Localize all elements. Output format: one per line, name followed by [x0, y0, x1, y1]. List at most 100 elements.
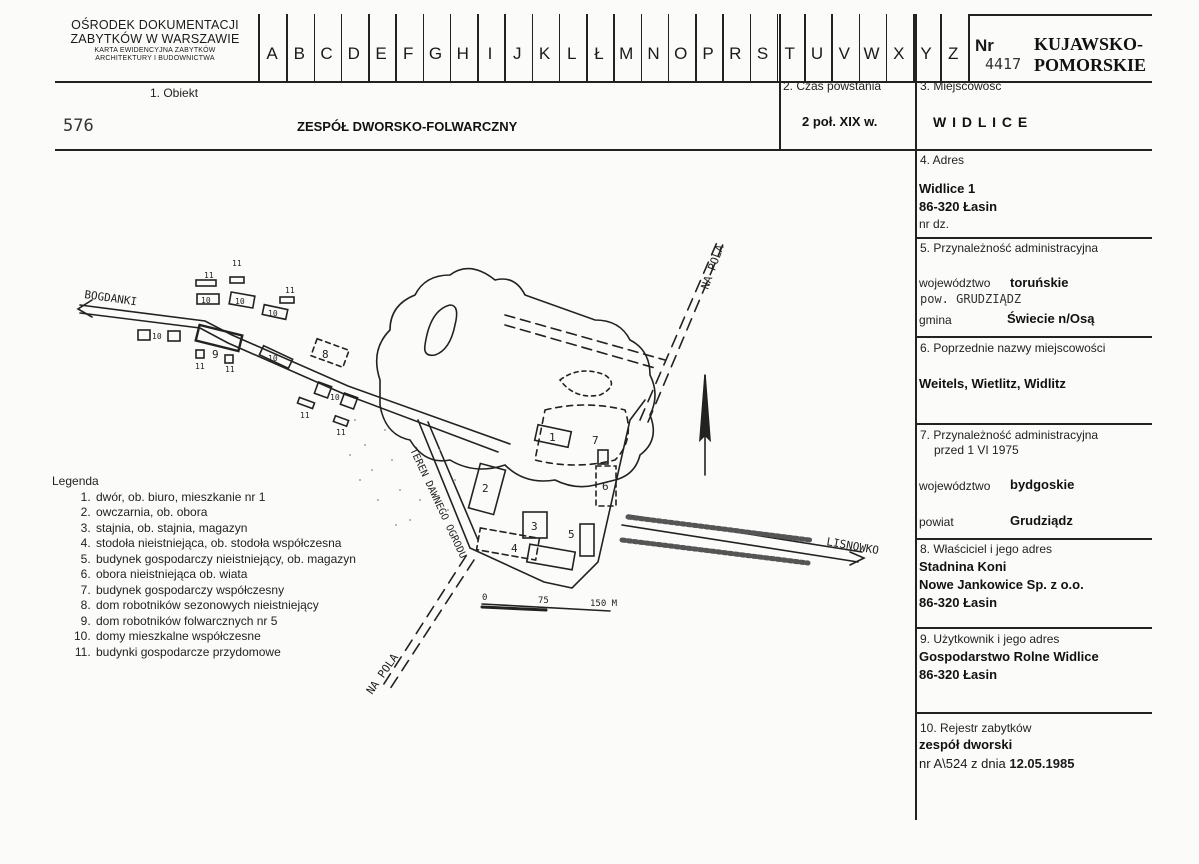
num-8: 8 — [322, 348, 329, 361]
letter-divider — [422, 14, 424, 82]
house-10e — [261, 303, 289, 321]
right-column-divider — [915, 14, 917, 820]
obiekt-label: 1. Obiekt — [150, 86, 199, 100]
letter-divider — [885, 14, 888, 82]
poprzednie-label: 6. Poprzednie nazwy miejscowości — [920, 341, 1106, 355]
row-5-divider — [915, 336, 1152, 338]
building-2 — [467, 462, 507, 516]
letter-9: J — [513, 44, 522, 63]
shed-11c — [279, 296, 295, 304]
obiekt-note-handwritten: 576 — [63, 116, 94, 136]
institution-line2: ZABYTKÓW W WARSZAWIE — [70, 32, 240, 47]
road-arrow-bogdanki — [76, 299, 93, 318]
miejscowosc-label: 3. Miejscowość — [920, 79, 1002, 93]
letter-13: M — [619, 44, 634, 63]
legend-item: dom robotników sezonowych nieistniejący — [94, 598, 356, 614]
letter-1: B — [293, 44, 305, 63]
row-9-divider — [915, 712, 1152, 714]
building-4b — [525, 543, 577, 571]
letter-divider — [804, 14, 806, 82]
num-10a: 10 — [152, 332, 162, 341]
letter-7: H — [456, 44, 469, 63]
nr-box-left — [968, 14, 970, 82]
letter-12: Ł — [594, 44, 604, 63]
institution-block: OŚRODEK DOKUMENTACJI ZABYTKÓW W WARSZAWI… — [55, 18, 255, 63]
przyn2-pow-label: powiat — [919, 515, 954, 529]
wlasciciel-line1: Stadnina Koni — [919, 559, 1007, 574]
nr-box-top — [968, 14, 1152, 16]
letter-23: X — [893, 44, 905, 63]
building-5 — [579, 523, 595, 557]
letter-divider — [368, 14, 370, 82]
row-7-divider — [915, 538, 1152, 540]
road-garden-west-inner — [427, 421, 479, 541]
shed-11d — [195, 349, 205, 359]
institution-line4: ARCHITEKTURY I BUDOWNICTWA — [95, 54, 215, 62]
building-9 — [194, 323, 244, 353]
przyn2-label-line1: 7. Przynależność administracyjna — [920, 428, 1099, 442]
letter-6: G — [428, 44, 443, 63]
legend-item: stodoła nieistniejąca, ob. stodoła współ… — [94, 536, 356, 552]
letter-divider — [776, 14, 779, 82]
czas-value: 2 poł. XIX w. — [802, 114, 878, 129]
institution-line3: KARTA EWIDENCYJNA ZABYTKÓW — [94, 46, 216, 54]
road-garden-west — [417, 399, 646, 589]
przyn1-pow-handwritten: pow. GRUDZIĄDZ — [920, 292, 1022, 306]
przyn1-gmina-value: Świecie n/Osą — [1007, 311, 1095, 326]
shed-11a — [195, 279, 217, 287]
num-11f: 11 — [300, 411, 310, 420]
road-arrow-lisnowko — [849, 551, 866, 566]
park-alley-2 — [504, 324, 656, 369]
tree-row-1 — [625, 514, 813, 543]
letter-divider — [613, 14, 615, 82]
park-outline — [375, 267, 656, 488]
num-5: 5 — [568, 528, 575, 541]
legend-item: dwór, ob. biuro, mieszkanie nr 1 — [94, 490, 356, 506]
letter-17: R — [729, 44, 742, 63]
house-10g — [313, 380, 333, 400]
building-4 — [475, 527, 541, 561]
road-bogdanki-lower — [79, 312, 499, 453]
house-10h — [339, 391, 359, 411]
letter-8: I — [487, 44, 493, 63]
letter-divider — [504, 14, 506, 82]
letter-20: U — [810, 44, 824, 63]
uzytkownik-label: 9. Użytkownik i jego adres — [920, 632, 1060, 646]
letter-18: S — [756, 44, 769, 63]
building-8 — [309, 337, 351, 369]
uzytkownik-line1: Gospodarstwo Rolne Widlice — [919, 649, 1099, 664]
letter-4: E — [375, 44, 387, 63]
letter-divider — [477, 14, 479, 82]
institution-line1: OŚRODEK DOKUMENTACJI — [71, 18, 239, 32]
road-na-pola-south-2 — [387, 559, 475, 693]
letter-21: V — [838, 44, 850, 63]
rejestr-date: 12.05.1985 — [1009, 756, 1075, 771]
obiekt-row-bottom-line — [55, 149, 1152, 151]
num-9: 9 — [212, 348, 219, 361]
num-11d: 11 — [195, 362, 205, 371]
przyn2-pow-value: Grudziądz — [1010, 513, 1073, 528]
num-6: 6 — [602, 480, 609, 493]
letter-15: O — [674, 44, 688, 63]
wlasciciel-label: 8. Właściciel i jego adres — [920, 542, 1053, 556]
letter-11: L — [567, 44, 577, 63]
legend-item: budynki gospodarcze przydomowe — [94, 645, 356, 661]
letter-divider — [913, 14, 915, 82]
legend-item: budynek gospodarczy nieistniejący, ob. m… — [94, 552, 356, 568]
house-10d — [228, 291, 256, 309]
nr-value-handwritten: 4417 — [985, 55, 1022, 73]
park-lawn — [558, 370, 613, 397]
row-8-divider — [915, 627, 1152, 629]
garden-stipple — [349, 419, 456, 526]
scale-0: 0 — [482, 593, 487, 603]
num-10b: 10 — [201, 296, 211, 305]
num-1: 1 — [549, 431, 556, 444]
wlasciciel-line2: Nowe Jankowice Sp. z o.o. — [919, 577, 1084, 592]
scale-bar-2 — [480, 605, 548, 612]
wlasciciel-line3: 86-320 Łasin — [919, 595, 998, 610]
road-na-pola-north — [639, 239, 719, 421]
letter-divider — [531, 14, 533, 82]
road-bogdanki-upper — [79, 304, 511, 445]
poprzednie-value: Weitels, Wietlitz, Widlitz — [919, 376, 1066, 391]
